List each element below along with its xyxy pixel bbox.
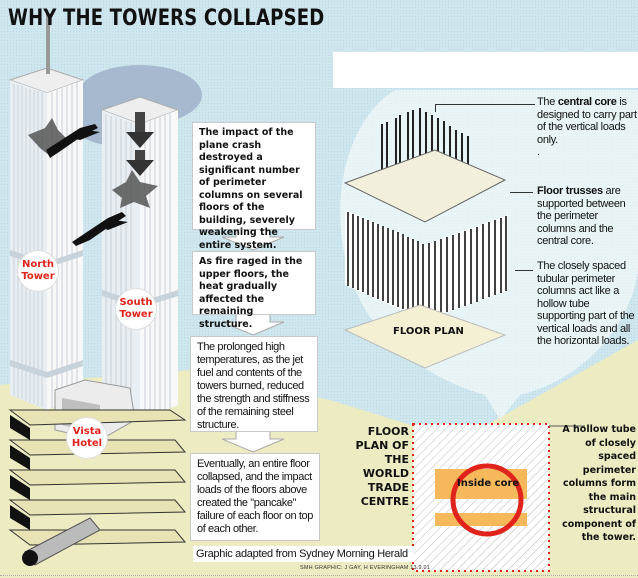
north-tower-art <box>8 14 85 410</box>
collapse-arrows-art <box>126 112 154 176</box>
core-leader-tick <box>435 104 436 112</box>
floor-plan-sheet <box>343 304 507 369</box>
bottom-divider <box>0 575 638 576</box>
step-2-box: As fire raged in the upper floors, the h… <box>192 251 316 330</box>
step-1-box: The impact of the plane crash destroyed … <box>192 122 316 251</box>
explosion-south <box>112 170 158 208</box>
hollow-tube-note: A hollow tube of closely spaced perimete… <box>562 424 636 543</box>
north-tower-label: North Tower <box>18 251 58 291</box>
perimeter-columns-art <box>345 210 508 320</box>
perimeter-callout: The closely spaced tubular perimeter col… <box>537 260 635 347</box>
truss-leader-line <box>510 192 533 193</box>
plane-south-art <box>72 212 128 246</box>
inside-core-label: Inside core <box>457 478 520 489</box>
core-callout-pre: The <box>537 96 558 108</box>
central-core-callout: The central core is designed to carry pa… <box>537 96 637 159</box>
explosion-north <box>28 118 66 156</box>
step-1-text: The impact of the plane crash destroyed … <box>199 127 303 251</box>
core-callout-post: is designed to carry part of the vertica… <box>537 96 637 146</box>
perimeter-leader-line <box>515 270 533 271</box>
core-callout-trail: . <box>537 146 540 158</box>
header-banner <box>333 52 638 88</box>
arrow-down-icon <box>222 314 285 336</box>
floor-truss-plate <box>343 149 507 223</box>
trusses-callout-post: are supported between the perimeter colu… <box>537 185 626 247</box>
arrow-down-icon <box>222 431 285 453</box>
source-credit: Graphic adapted from Sydney Morning Hera… <box>193 546 414 562</box>
step-2-text: As fire raged in the upper floors, the h… <box>199 256 303 330</box>
south-tower-art <box>100 96 180 420</box>
step-4-text: Eventually, an entire floor collapsed, a… <box>197 458 313 535</box>
south-tower-label: South Tower <box>116 289 156 329</box>
core-callout-bold: central core <box>557 96 617 108</box>
floor-trusses-callout: Floor trusses are supported between the … <box>537 185 637 248</box>
vista-hotel-label: Vista Hotel <box>67 418 107 458</box>
pipe-art <box>22 517 101 566</box>
smh-credit: SMH GRAPHIC: J GAY, H EVERINGHAM 13.9.01 <box>300 565 431 571</box>
step-3-box: The prolonged high temperatures, as the … <box>190 336 318 432</box>
arrow-down-icon <box>222 229 285 251</box>
page-title: WHY THE TOWERS COLLAPSED <box>8 6 325 31</box>
core-leader-line <box>435 104 535 105</box>
floor-plan-box <box>412 423 550 572</box>
trusses-callout-bold: Floor trusses <box>537 185 603 197</box>
floor-plan-title: FLOOR PLAN OF THE WORLD TRADE CENTRE <box>355 425 410 508</box>
plane-north-art <box>46 124 100 158</box>
floor-plan-label: FLOOR PLAN <box>393 326 464 337</box>
step-3-text: The prolonged high temperatures, as the … <box>197 341 310 431</box>
step-4-box: Eventually, an entire floor collapsed, a… <box>190 453 320 541</box>
